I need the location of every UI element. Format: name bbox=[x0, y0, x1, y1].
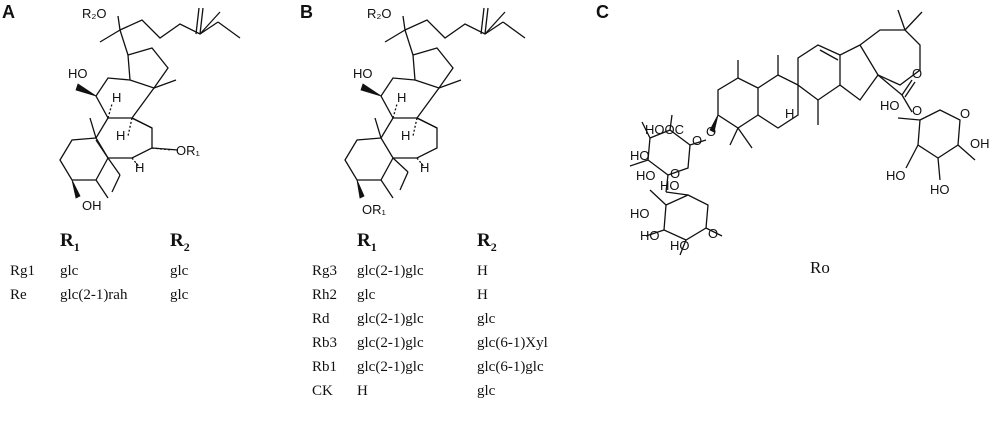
atom-o: O bbox=[708, 226, 718, 241]
atom-or1: OR₁ bbox=[176, 143, 201, 158]
header-r1: R1 bbox=[60, 230, 80, 254]
panel-c-label: C bbox=[596, 2, 609, 22]
atom-o: O bbox=[960, 106, 970, 121]
atom-or1: OR₁ bbox=[362, 202, 387, 217]
atom-hooc: HOOC bbox=[645, 122, 684, 137]
header-r1: R1 bbox=[357, 230, 377, 254]
compound-caption: Ro bbox=[810, 258, 830, 277]
atom-o: O bbox=[692, 133, 702, 148]
atom-oh: OH bbox=[82, 198, 102, 213]
atom-ho: HO bbox=[630, 148, 650, 163]
atom-h: H bbox=[116, 128, 125, 143]
atom-r2o: R₂O bbox=[367, 6, 392, 21]
atom-oh: OH bbox=[970, 136, 990, 151]
atom-r2o: R₂O bbox=[82, 6, 107, 21]
panel-a-label: A bbox=[2, 2, 15, 22]
atom-o: O bbox=[670, 166, 680, 181]
atom-ho: HO bbox=[880, 98, 900, 113]
atom-h: H bbox=[401, 128, 410, 143]
atom-ho: HO bbox=[640, 228, 660, 243]
header-r2: R2 bbox=[170, 230, 190, 254]
atom-o: O bbox=[912, 103, 922, 118]
atom-o: O bbox=[912, 66, 922, 81]
panel-c-structure: HOOC HO HO HO HO HO HO O O O O O O O OH … bbox=[629, 9, 990, 256]
atom-ho: HO bbox=[353, 66, 373, 81]
atom-ho: HO bbox=[886, 168, 906, 183]
panel-a-table: R1 R2 Rg1 glc glc Re glc(2-1)rah glc bbox=[10, 230, 190, 303]
atom-h: H bbox=[397, 90, 406, 105]
panel-b-label: B bbox=[300, 2, 313, 22]
atom-ho: HO bbox=[630, 206, 650, 221]
panel-a-structure: R₂O HO H H H OR₁ OH bbox=[59, 6, 241, 213]
atom-ho: HO bbox=[930, 182, 950, 197]
atom-h: H bbox=[785, 106, 794, 121]
atom-o: O bbox=[706, 124, 716, 139]
atom-ho: HO bbox=[68, 66, 88, 81]
atom-ho: HO bbox=[636, 168, 656, 183]
atom-h: H bbox=[135, 160, 144, 175]
header-r2: R2 bbox=[477, 230, 497, 254]
panel-b-structure: R₂O HO H H H OR₁ bbox=[344, 6, 526, 217]
atom-h: H bbox=[420, 160, 429, 175]
atom-h: H bbox=[112, 90, 121, 105]
atom-ho: HO bbox=[660, 178, 680, 193]
panel-b-table: R1 R2 Rg3 glc(2-1)glc H Rh2 glc H Rd glc… bbox=[312, 230, 548, 399]
atom-ho: HO bbox=[670, 238, 690, 253]
